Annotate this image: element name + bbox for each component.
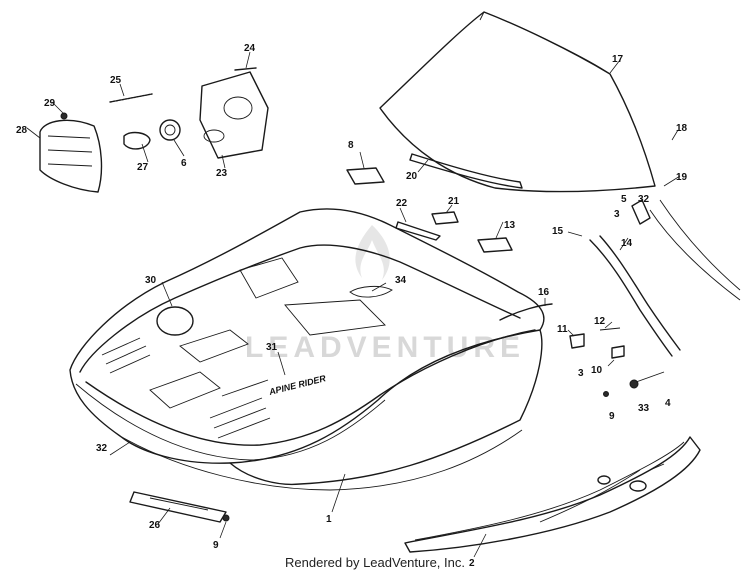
callout-6: 6: [181, 158, 187, 169]
decal-8-part: [346, 167, 385, 185]
callout-24: 24: [244, 43, 256, 54]
callout-30: 30: [145, 275, 157, 286]
watermark-flame-icon: [355, 225, 390, 280]
callout-9a: 9: [609, 411, 615, 422]
callout-15: 15: [552, 226, 564, 237]
callout-29: 29: [44, 98, 56, 109]
callout-34: 34: [395, 275, 407, 286]
callout-1: 1: [326, 514, 332, 525]
callout-14: 14: [621, 238, 633, 249]
callout-22: 22: [396, 198, 408, 209]
callout-28: 28: [16, 125, 28, 136]
callout-13: 13: [504, 220, 516, 231]
callout-26: 26: [149, 520, 161, 531]
callout-10: 10: [591, 365, 603, 376]
windshield-part: [379, 11, 656, 193]
callout-3a: 3: [614, 209, 620, 220]
callout-21: 21: [448, 196, 460, 207]
callout-3b: 3: [578, 368, 584, 379]
callout-8: 8: [348, 140, 354, 151]
headlight-assembly-part: [39, 67, 269, 193]
side-trim-part: [404, 436, 701, 553]
callout-18: 18: [676, 123, 688, 134]
callout-20: 20: [406, 171, 418, 182]
watermark-text: LEADVENTURE: [245, 331, 525, 364]
callout-16: 16: [538, 287, 550, 298]
callout-23: 23: [216, 168, 228, 179]
callout-2: 2: [469, 558, 475, 569]
callout-25: 25: [110, 75, 122, 86]
callout-numbers: 1 2 3 3 4 5 6 8 9 9 10 11 12 13 14 15 16…: [16, 43, 688, 569]
hood-part: APINE RIDER: [69, 208, 545, 491]
callout-27: 27: [137, 162, 149, 173]
callout-32a: 32: [638, 194, 650, 205]
callout-17: 17: [612, 54, 624, 65]
callout-32b: 32: [96, 443, 108, 454]
callout-33: 33: [638, 403, 650, 414]
callout-19: 19: [676, 172, 688, 183]
windshield-trim-part: [409, 153, 523, 189]
plate-26-part: [129, 491, 227, 523]
leader-lines: [26, 51, 681, 558]
callout-5: 5: [621, 194, 627, 205]
callout-9b: 9: [213, 540, 219, 551]
footer-credit: Rendered by LeadVenture, Inc.: [285, 555, 465, 570]
decal-22-part: [395, 221, 441, 241]
fastener-group-part: [569, 327, 665, 397]
handlebar-bracket-part: [567, 199, 741, 357]
callout-31: 31: [266, 342, 278, 353]
callout-11: 11: [557, 324, 568, 335]
hood-decal-text: APINE RIDER: [267, 373, 327, 397]
decal-13-part: [477, 237, 513, 253]
callout-4: 4: [665, 398, 671, 409]
trim-16-part: [499, 303, 553, 321]
callout-12: 12: [594, 316, 606, 327]
decal-21-part: [431, 211, 459, 225]
